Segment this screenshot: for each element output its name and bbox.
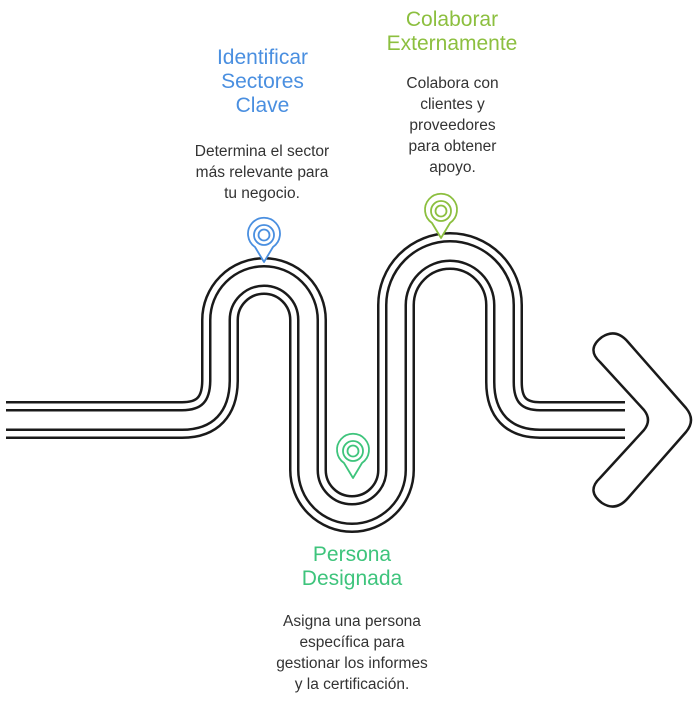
step-1-description-line: Determina el sector xyxy=(194,143,330,160)
step-3-description: Colabora con clientes y proveedores para… xyxy=(375,73,530,178)
step-2-description-line: y la certificación. xyxy=(294,676,410,693)
step-3-description-line: Colabora con xyxy=(406,75,499,92)
location-pin-icon xyxy=(424,192,458,239)
step-1-title: Identificar Sectores Clave xyxy=(180,46,345,118)
step-3-title-line: Colaborar xyxy=(405,8,499,31)
location-pin-icon xyxy=(247,216,281,263)
step-2-description-line: específica para xyxy=(299,634,405,651)
step-2-title-line: Designada xyxy=(301,567,403,590)
step-1-title-line: Sectores xyxy=(221,70,304,93)
road-body xyxy=(6,251,625,514)
step-1-description-line: tu negocio. xyxy=(224,185,300,202)
location-pin-icon xyxy=(336,432,370,479)
step-2-title: Persona Designada xyxy=(262,543,442,591)
step-2-description-line: gestionar los informes xyxy=(276,655,428,672)
step-1-description-line: más relevante para xyxy=(195,164,329,181)
step-3-description-line: proveedores xyxy=(409,117,496,134)
step-3-title: Colaborar Externamente xyxy=(362,8,542,56)
step-2-title-line: Persona xyxy=(312,543,392,566)
step-1-title-line: Identificar xyxy=(216,46,309,69)
step-3-title-line: Externamente xyxy=(386,32,518,55)
step-3-description-line: clientes y xyxy=(420,96,485,113)
step-3-description-line: apoyo. xyxy=(429,159,476,176)
step-1-description: Determina el sector más relevante para t… xyxy=(172,141,352,204)
step-3-description-line: para obtener xyxy=(408,138,497,155)
step-2-description-line: Asigna una persona xyxy=(283,613,421,630)
arrow-head-icon xyxy=(592,332,693,508)
step-2-description: Asigna una persona específica para gesti… xyxy=(252,611,452,695)
step-1-title-line: Clave xyxy=(235,94,290,117)
